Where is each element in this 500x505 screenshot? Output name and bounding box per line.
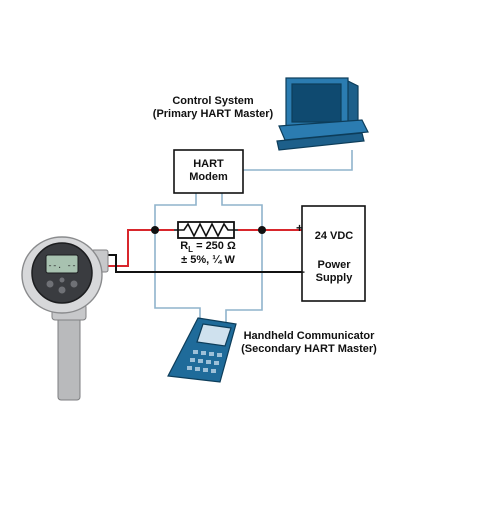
modem-left-wire (154, 193, 197, 230)
handheld-communicator-icon (167, 317, 237, 383)
positive-terminal-mark: + (296, 221, 303, 235)
modem-to-computer-wire (243, 150, 353, 171)
keyboard-body (278, 119, 369, 141)
resistor-tolerance: ± 5%, ¼ W (181, 254, 235, 267)
computer-base (276, 132, 365, 151)
handheld-keypad (187, 350, 222, 373)
control-system-subtitle: (Primary HART Master) (152, 107, 274, 120)
handheld-right-wire (225, 230, 263, 330)
hart-modem-box (173, 149, 244, 194)
resistor-symbol: R (180, 240, 189, 252)
load-resistor (174, 221, 238, 239)
field-transmitter: --. -- (21, 236, 109, 401)
control-system-title: Control System (172, 95, 254, 107)
handheld-label: Handheld Communicator (Secondary HART Ma… (234, 330, 384, 355)
resistor-value-line: RL = 250 Ω (168, 240, 248, 254)
resistor-subscript: L (188, 245, 194, 255)
handheld-subtitle: (Secondary HART Master) (241, 342, 377, 355)
handheld-title: Handheld Communicator (243, 330, 375, 342)
hart-modem-label: HART Modem (174, 158, 243, 183)
transmitter-probe (57, 315, 81, 401)
computer-icon (276, 77, 369, 151)
handheld-screen (196, 323, 232, 347)
transmitter-display-value: --. -- (48, 262, 77, 271)
junction-dot-right (258, 226, 266, 234)
loop-positive-wire (104, 229, 174, 267)
loop-negative-wire (104, 254, 302, 273)
control-system-label: Control System (Primary HART Master) (150, 95, 276, 120)
hart-modem-line1: HART (193, 158, 224, 170)
resistor-ohms: = 250 Ω (193, 240, 236, 252)
transmitter-buttons (46, 277, 78, 294)
negative-terminal-mark: − (298, 265, 305, 279)
hart-modem-line2: Modem (189, 170, 228, 183)
power-supply-voltage: 24 VDC (314, 230, 354, 242)
monitor-screen (291, 83, 342, 123)
power-supply-label: Power Supply (306, 259, 362, 284)
resistor-zigzag (174, 222, 238, 238)
modem-right-wire (221, 193, 263, 230)
power-supply-line1: Power (317, 259, 351, 271)
power-supply-line2: Supply (315, 271, 353, 284)
junction-dot-left (151, 226, 159, 234)
transmitter-lcd (45, 254, 79, 274)
resistor-label: RL = 250 Ω ± 5%, ¼ W (168, 240, 248, 267)
power-supply-box (301, 205, 366, 302)
